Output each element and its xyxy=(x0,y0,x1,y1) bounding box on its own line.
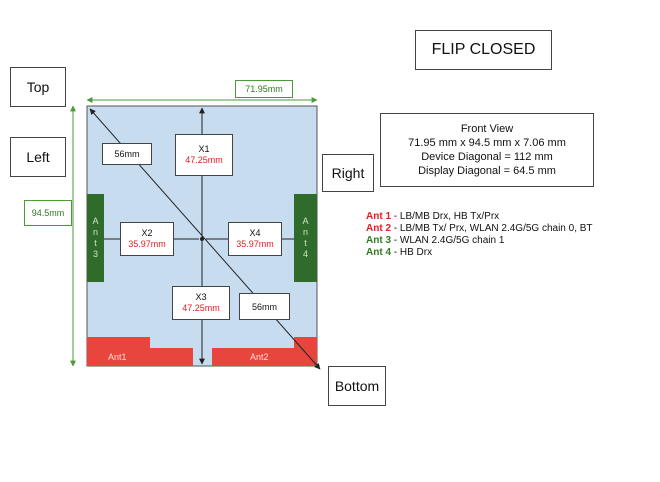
bottom-label: Bottom xyxy=(334,378,380,394)
legend-desc: - HB Drx xyxy=(391,247,433,258)
title-box: FLIP CLOSED xyxy=(415,30,552,70)
legend-desc: - LB/MB Tx/ Prx, WLAN 2.4G/5G chain 0, B… xyxy=(391,223,593,234)
top-label: Top xyxy=(26,79,50,95)
ant1-label: Ant1 xyxy=(108,352,127,362)
info-line-3: Device Diagonal = 112 mm xyxy=(421,151,553,163)
legend-name: Ant 4 xyxy=(366,247,391,258)
legend-item: Ant 3 - WLAN 2.4G/5G chain 1 xyxy=(366,235,593,247)
ant3-label: A n t 3 xyxy=(87,194,104,282)
x2-label: X2 35.97mm xyxy=(120,222,174,256)
ant4-label: A n t 4 xyxy=(294,194,317,282)
legend-name: Ant 2 xyxy=(366,223,391,234)
center-point xyxy=(200,237,204,241)
right-label-box: Right xyxy=(322,154,374,192)
legend-name: Ant 3 xyxy=(366,235,391,246)
x4-label: X4 35.97mm xyxy=(228,222,282,256)
legend-item: Ant 1 - LB/MB Drx, HB Tx/Prx xyxy=(366,211,593,223)
diag2-label: 56mm xyxy=(239,293,290,320)
height-dim-label: 94.5mm xyxy=(24,200,72,226)
x3-label: X3 47.25mm xyxy=(172,286,230,320)
diag1-label: 56mm xyxy=(102,143,152,165)
left-label: Left xyxy=(26,149,50,165)
legend-name: Ant 1 xyxy=(366,211,391,222)
ant2-label: Ant2 xyxy=(250,352,269,362)
legend-desc: - LB/MB Drx, HB Tx/Prx xyxy=(391,211,500,222)
antenna-legend: Ant 1 - LB/MB Drx, HB Tx/Prx Ant 2 - LB/… xyxy=(366,211,593,259)
legend-desc: - WLAN 2.4G/5G chain 1 xyxy=(391,235,505,246)
left-label-box: Left xyxy=(10,137,66,177)
info-line-4: Display Diagonal = 64.5 mm xyxy=(418,165,556,177)
bottom-label-box: Bottom xyxy=(328,366,386,406)
legend-item: Ant 4 - HB Drx xyxy=(366,247,593,259)
page-title: FLIP CLOSED xyxy=(431,41,536,58)
width-dim-label: 71.95mm xyxy=(235,80,293,98)
front-view-info-box: Front View 71.95 mm x 94.5 mm x 7.06 mm … xyxy=(380,113,594,187)
legend-item: Ant 2 - LB/MB Tx/ Prx, WLAN 2.4G/5G chai… xyxy=(366,223,593,235)
right-label: Right xyxy=(331,165,365,181)
info-line-2: 71.95 mm x 94.5 mm x 7.06 mm xyxy=(408,137,566,149)
top-label-box: Top xyxy=(10,67,66,107)
x1-label: X1 47.25mm xyxy=(175,134,233,176)
info-line-1: Front View xyxy=(460,123,514,135)
